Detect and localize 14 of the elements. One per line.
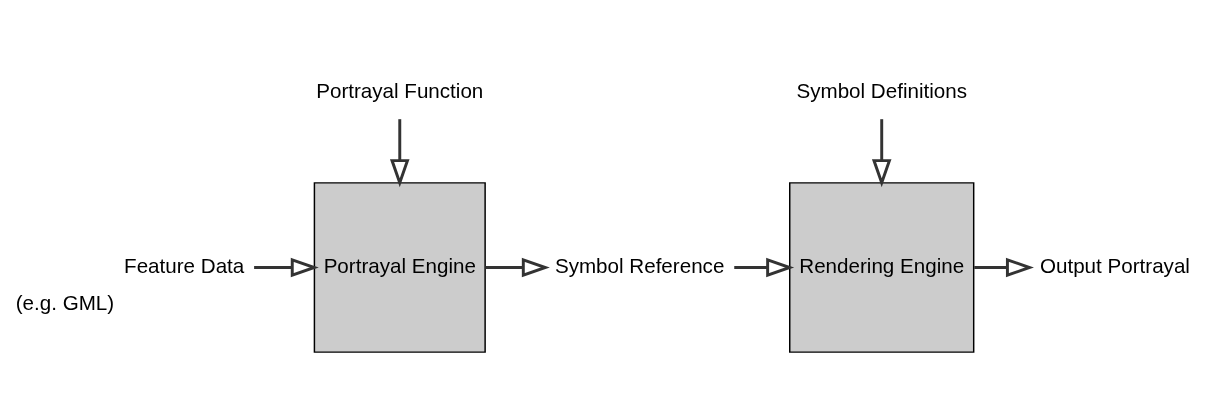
node-text: Portrayal Function <box>316 78 484 102</box>
arrow <box>389 118 410 187</box>
node-label: (e.g. GML) <box>15 290 115 314</box>
node-text: Symbol Definitions <box>796 78 967 102</box>
node-text: Symbol Reference <box>554 253 725 277</box>
arrow <box>485 257 550 277</box>
arrow <box>974 257 1034 277</box>
arrow <box>254 257 319 277</box>
node-box: Rendering Engine <box>789 181 975 353</box>
node-box: Portrayal Engine <box>313 181 486 353</box>
node-text: Feature Data <box>124 253 245 277</box>
arrow <box>734 257 795 277</box>
node-text: Output Portrayal <box>1039 253 1190 277</box>
arrow <box>871 118 892 187</box>
